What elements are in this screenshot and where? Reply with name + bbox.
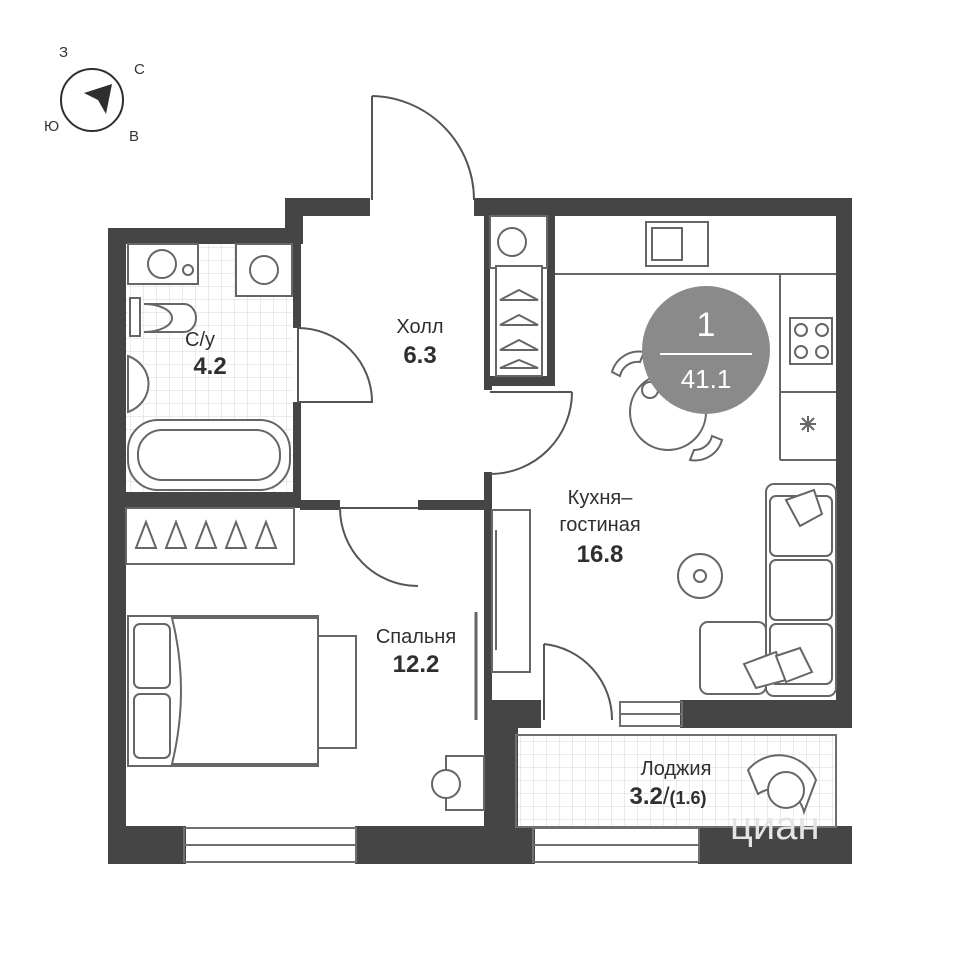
loggia-name: Лоджия — [640, 758, 712, 780]
kitchen-name-line2: гостиная — [559, 514, 641, 536]
bathroom-area: 4.2 — [193, 353, 227, 380]
compass-south: Ю — [44, 118, 60, 135]
loggia-door — [543, 643, 614, 721]
compass-east: В — [129, 128, 140, 145]
kitchen-door — [489, 391, 573, 475]
loggia-area-group: 3.2/(1.6) — [629, 783, 707, 810]
bathroom-door — [297, 327, 374, 403]
hall-area: 6.3 — [403, 342, 437, 369]
kitchen-furniture — [491, 221, 837, 697]
walls — [108, 198, 852, 864]
bedroom-furniture — [127, 612, 485, 811]
bedroom-name: Спальня — [375, 626, 457, 648]
badge-room-count: 1 — [696, 306, 716, 344]
kitchen-area: 16.8 — [576, 541, 624, 568]
bathroom-name: С/у — [185, 329, 215, 351]
doors — [297, 95, 614, 721]
loggia-railing — [515, 734, 837, 828]
hall-name: Холл — [396, 316, 444, 338]
area-badge — [642, 286, 770, 414]
bathroom-fixtures — [127, 243, 293, 491]
bedroom-closet — [125, 507, 295, 565]
kitchen-name-line1: Кухня– — [567, 487, 633, 509]
entrance-door — [371, 95, 475, 201]
bedroom-area: 12.2 — [392, 651, 440, 678]
bedroom-door — [339, 507, 419, 587]
compass-north: С — [134, 61, 145, 78]
loggia-chair — [746, 754, 818, 816]
watermark-logo: циан — [730, 804, 820, 848]
loggia-area-reduced: (1.6) — [669, 788, 707, 808]
badge-total-area: 41.1 — [680, 364, 732, 394]
windows — [183, 701, 700, 863]
hall-closet — [489, 215, 548, 377]
compass-west: З — [59, 44, 69, 61]
compass-icon — [60, 68, 124, 132]
loggia-area: 3.2 — [629, 783, 663, 810]
